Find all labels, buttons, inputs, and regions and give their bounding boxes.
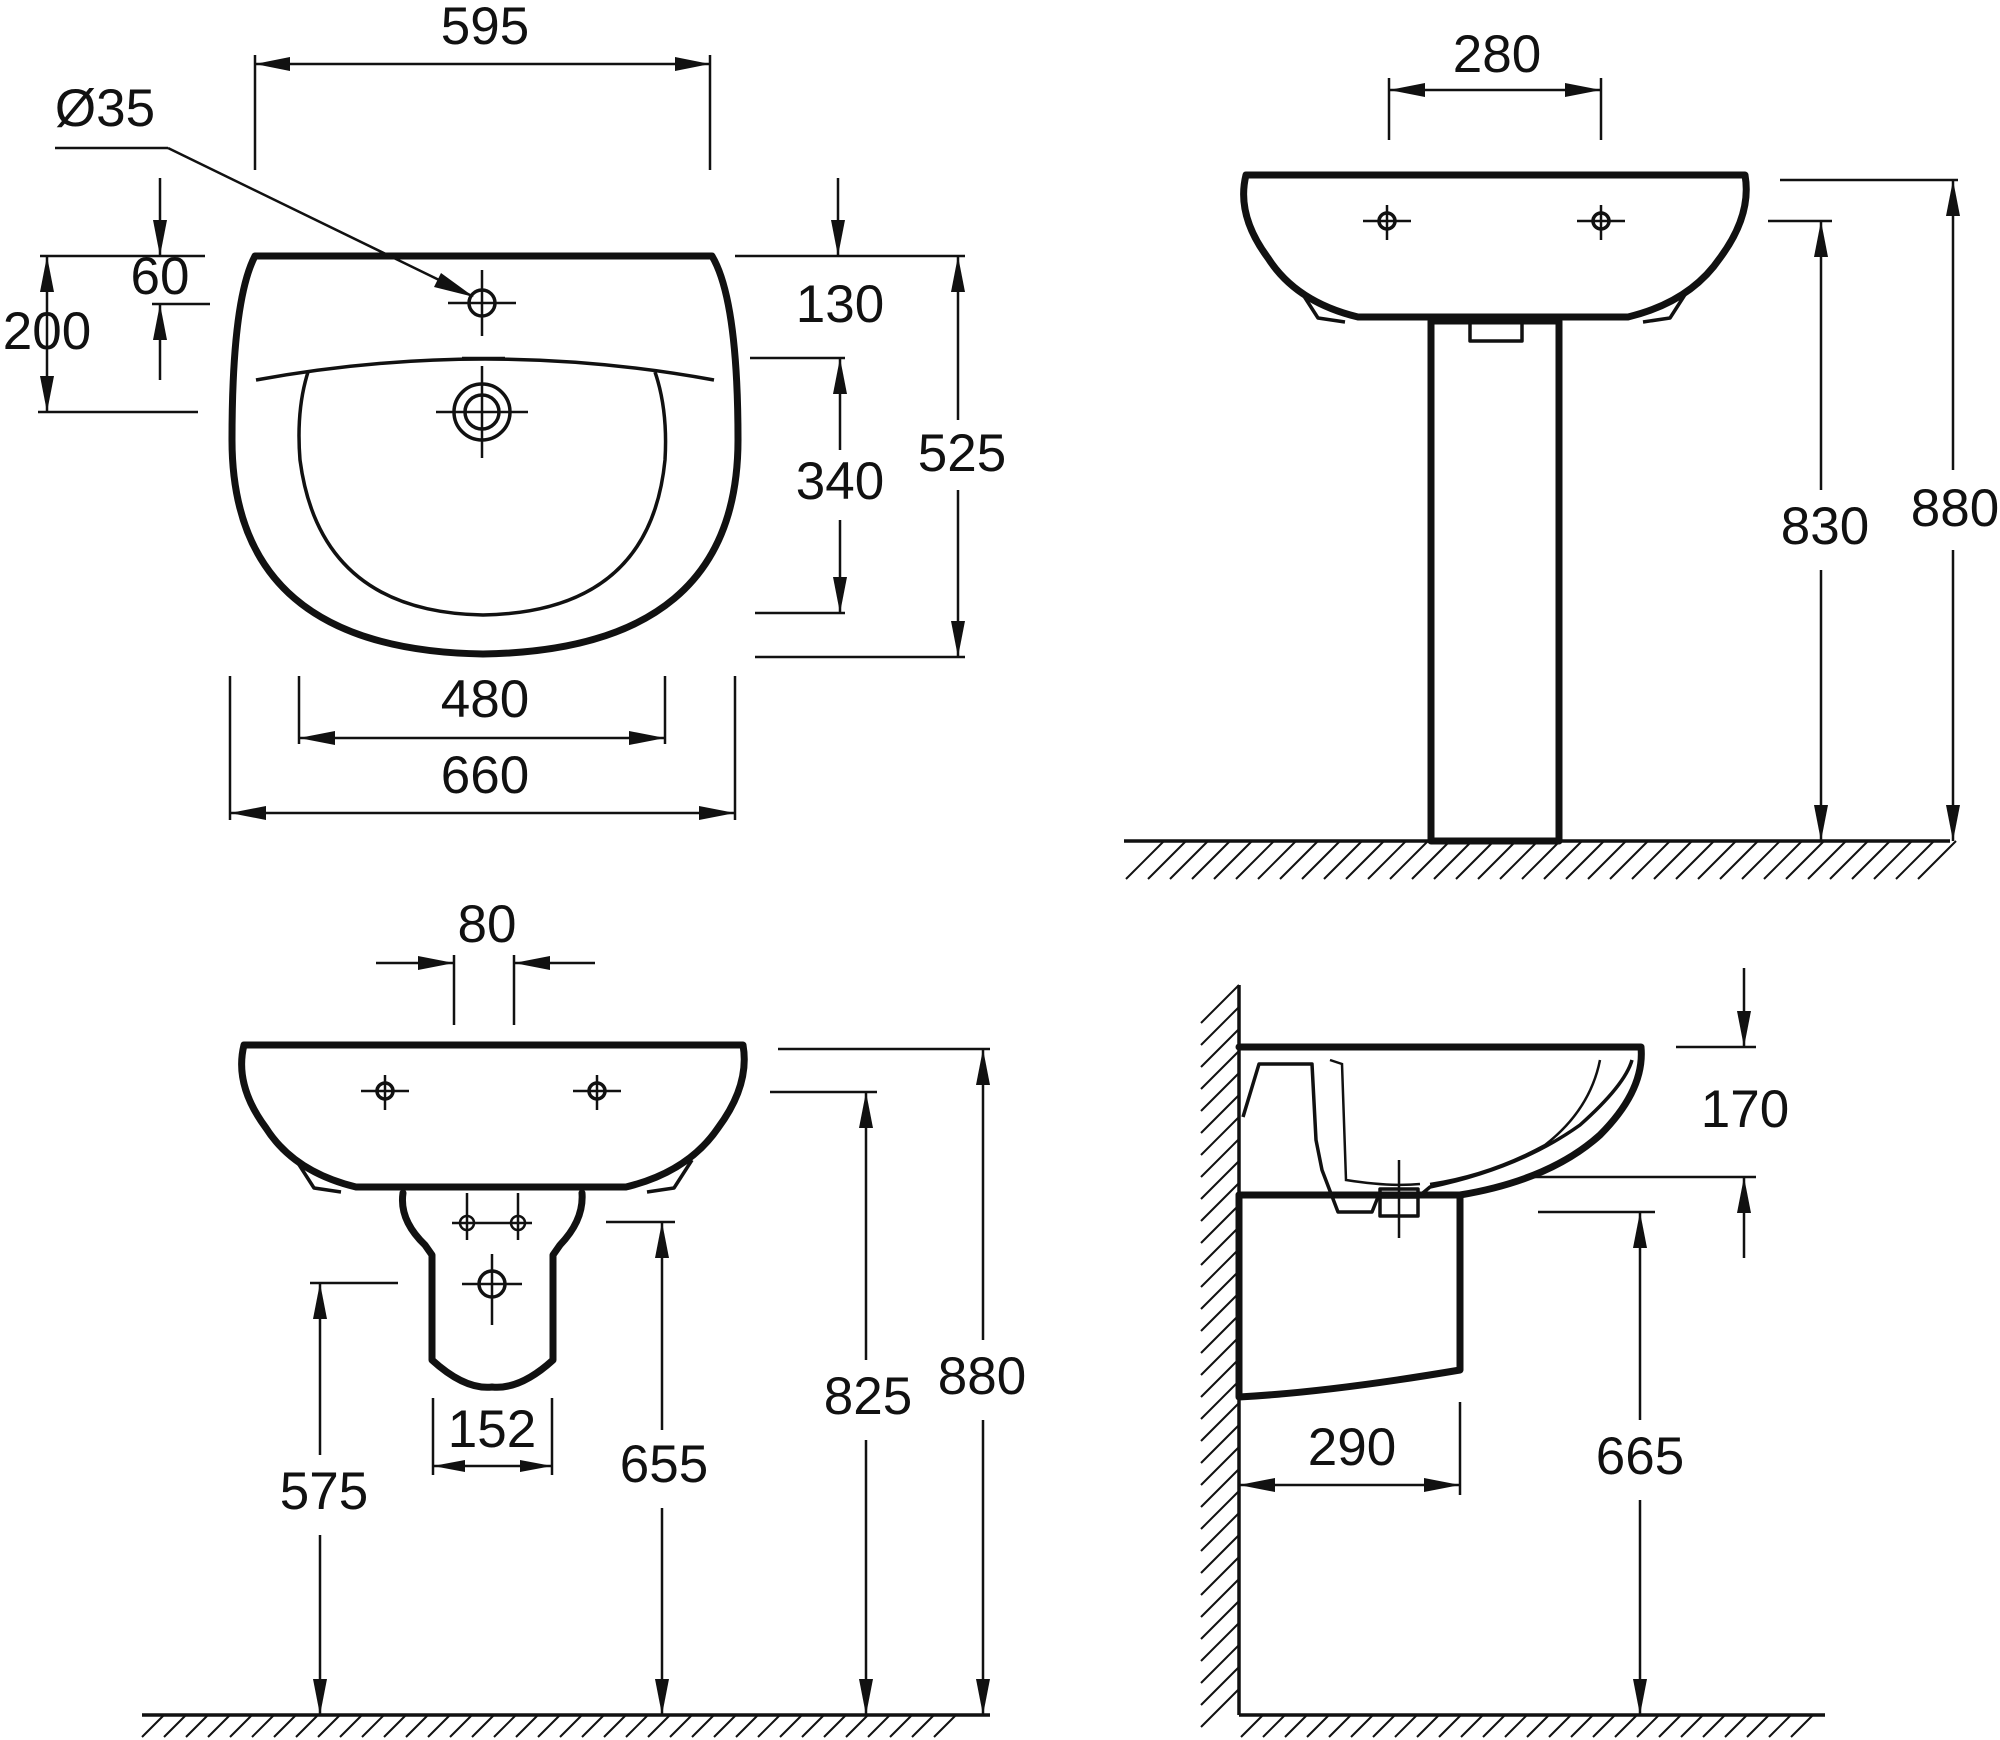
wall-hatch — [1200, 984, 1240, 1728]
dim-880-label-pedestal: 880 — [1911, 479, 1999, 538]
dim-825-label: 825 — [824, 1367, 912, 1426]
side-view: 170 290 665 — [1200, 968, 1825, 1738]
floor-hatch-3 — [1240, 1714, 1814, 1738]
tap-hole-icon-right — [1577, 205, 1625, 240]
pedestal-column — [1427, 317, 1563, 845]
drain-hole-icon — [436, 366, 528, 458]
semi-pedestal-shroud — [398, 1189, 586, 1391]
dim-660-label: 660 — [441, 746, 529, 805]
dim-830-label: 830 — [1781, 497, 1869, 556]
tap-hole-icon-right-2 — [573, 1075, 621, 1110]
hole-diameter-label: Ø35 — [55, 79, 155, 138]
floor-hatch — [1125, 840, 1957, 880]
dim-665-label: 665 — [1596, 1427, 1684, 1486]
dim-525-label: 525 — [918, 424, 1006, 483]
dim-130-label: 130 — [796, 275, 884, 334]
dim-595-label: 595 — [441, 0, 529, 56]
basin-outline-front-wall — [238, 1041, 748, 1191]
dim-575-label: 575 — [280, 1462, 368, 1521]
dim-340-label: 340 — [796, 452, 884, 511]
dim-880-label-semi: 880 — [938, 1347, 1026, 1406]
top-view: 595 Ø35 60 200 130 340 — [3, 0, 1006, 820]
waste-outlet-icon — [462, 1254, 522, 1325]
dim-80-label: 80 — [458, 895, 517, 954]
basin-inner-bowl-side — [1241, 1059, 1634, 1214]
dim-170-label: 170 — [1701, 1080, 1789, 1139]
semi-pedestal-front-view: 80 152 575 655 825 880 — [141, 895, 1026, 1738]
basin-outline-side — [1235, 1043, 1645, 1199]
dim-152-label: 152 — [448, 1400, 536, 1459]
dim-290-label: 290 — [1308, 1418, 1396, 1477]
tap-hole-icon — [448, 270, 516, 336]
floor-hatch-2 — [141, 1714, 957, 1738]
dim-655-label: 655 — [620, 1435, 708, 1494]
dim-200-label: 200 — [3, 302, 91, 361]
basin-outline-top — [228, 252, 742, 658]
dim-60-label: 60 — [131, 247, 190, 306]
basin-bowl-top — [297, 371, 668, 617]
semi-pedestal-side — [1235, 1191, 1464, 1401]
pedestal-front-view: 280 830 880 — [1124, 25, 1999, 880]
dim-480-label: 480 — [441, 670, 529, 729]
tap-hole-icon-left-2 — [361, 1075, 409, 1110]
basin-outline-front — [1240, 171, 1750, 321]
basin-rim-line — [255, 357, 715, 382]
tap-hole-icon-left — [1363, 205, 1411, 240]
dim-280-label: 280 — [1453, 25, 1541, 84]
